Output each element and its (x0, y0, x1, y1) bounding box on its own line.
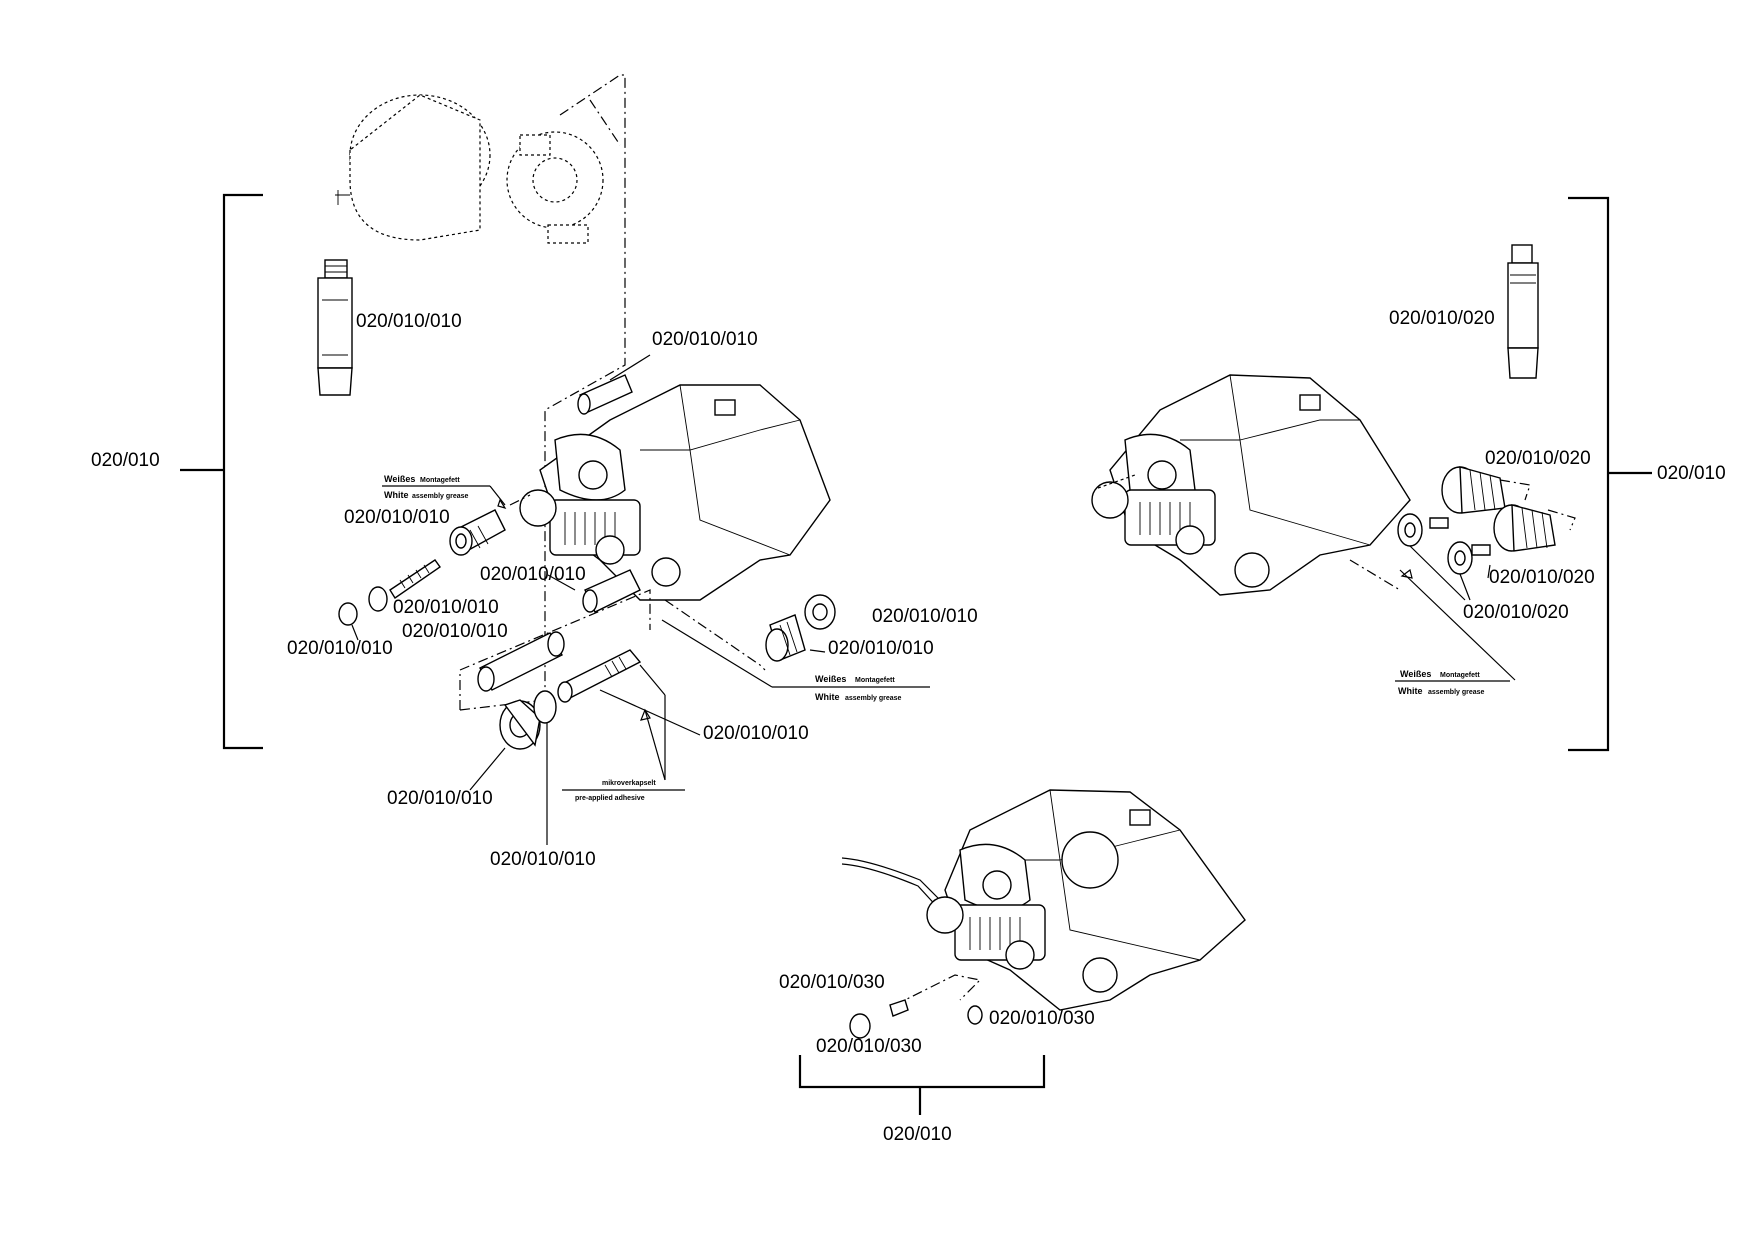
label-bushing: 020/010/010 (344, 507, 450, 528)
dust-cap (499, 699, 541, 750)
svg-text:Weißes: Weißes (1400, 669, 1431, 679)
label-boot-mid: 020/010/020 (1489, 567, 1595, 588)
label-right-group: 020/010 (1657, 463, 1726, 484)
sensor-clip (849, 1013, 871, 1039)
grease-note-2: Weißes Montagefett White assembly grease (661, 599, 930, 702)
guide-pin (557, 649, 642, 703)
label-tube-left: 020/010/010 (356, 311, 462, 332)
sensor-cable (841, 857, 946, 906)
svg-text:assembly grease: assembly grease (412, 493, 469, 500)
grease-note-3: Weißes Montagefett White assembly grease (1349, 559, 1516, 696)
bottom-group-bracket (798, 1055, 1046, 1115)
grease-tube-left (317, 259, 353, 396)
svg-text:Weißes: Weißes (815, 674, 846, 684)
sensor-pin (889, 999, 909, 1017)
sleeve-mid (582, 569, 641, 613)
boot-a (765, 614, 806, 662)
label-left-group: 020/010 (91, 450, 160, 471)
label-ring: 020/010/010 (287, 638, 393, 659)
label-sleeve-top: 020/010/010 (652, 329, 758, 350)
label-b-left-bottom: 020/010/030 (816, 1036, 922, 1057)
chamber-leader (544, 74, 626, 700)
caliper-right (1091, 374, 1411, 596)
svg-text:White: White (1398, 686, 1423, 696)
svg-text:mikroverkapselt: mikroverkapselt (602, 780, 656, 787)
svg-text:assembly grease: assembly grease (1428, 689, 1485, 696)
boot-right-top (1441, 466, 1506, 514)
label-boot-a: 020/010/010 (872, 606, 978, 627)
svg-text:White: White (815, 692, 840, 702)
sensor-plug (967, 1005, 983, 1025)
left-group-bracket (180, 193, 263, 750)
bushing (449, 509, 506, 556)
o-ring (533, 690, 557, 724)
left-assembly: 020/010/010 020/010/010 Weißes Montagefe… (180, 74, 978, 870)
svg-text:White: White (384, 490, 409, 500)
bottom-assembly: 020/010/030 020/010/030 020/010/030 020/… (779, 789, 1246, 1145)
label-sleeve-mid: 020/010/010 (480, 564, 586, 585)
label-pin: 020/010/010 (703, 723, 809, 744)
long-sleeve (477, 631, 565, 692)
label-cap: 020/010/010 (387, 788, 493, 809)
right-assembly: 020/010 020/010/020 (1091, 196, 1726, 752)
svg-text:Montagefett: Montagefett (1440, 672, 1480, 679)
boot-right-mid (1493, 504, 1556, 552)
grease-note-1: Weißes Montagefett White assembly grease (382, 474, 507, 510)
label-boot-top: 020/010/020 (1485, 448, 1591, 469)
svg-text:pre-applied adhesive: pre-applied adhesive (575, 795, 645, 802)
label-b-left-top: 020/010/030 (779, 972, 885, 993)
snap-ring (338, 602, 358, 626)
label-bolt2: 020/010/010 (402, 621, 508, 642)
label-tube-right: 020/010/020 (1389, 308, 1495, 329)
guide-bolt (368, 559, 441, 612)
label-bolt: 020/010/010 (393, 597, 499, 618)
adhesive-note: mikroverkapselt pre-applied adhesive (562, 708, 685, 802)
label-seals: 020/010/020 (1463, 602, 1569, 623)
label-bottom-group: 020/010 (883, 1124, 952, 1145)
caliper-left (519, 384, 831, 601)
label-oring: 020/010/010 (490, 849, 596, 870)
caliper-bottom (926, 789, 1246, 1011)
svg-text:Montagefett: Montagefett (420, 477, 460, 484)
svg-text:assembly grease: assembly grease (845, 695, 902, 702)
right-group-bracket (1568, 196, 1652, 752)
grease-tube-right (1507, 244, 1539, 379)
leader-sleeve-top (609, 354, 651, 381)
svg-text:Weißes: Weißes (384, 474, 415, 484)
svg-text:Montagefett: Montagefett (855, 677, 895, 684)
brake-chamber (335, 94, 604, 244)
label-boot-b: 020/010/010 (828, 638, 934, 659)
label-b-right: 020/010/030 (989, 1008, 1095, 1029)
